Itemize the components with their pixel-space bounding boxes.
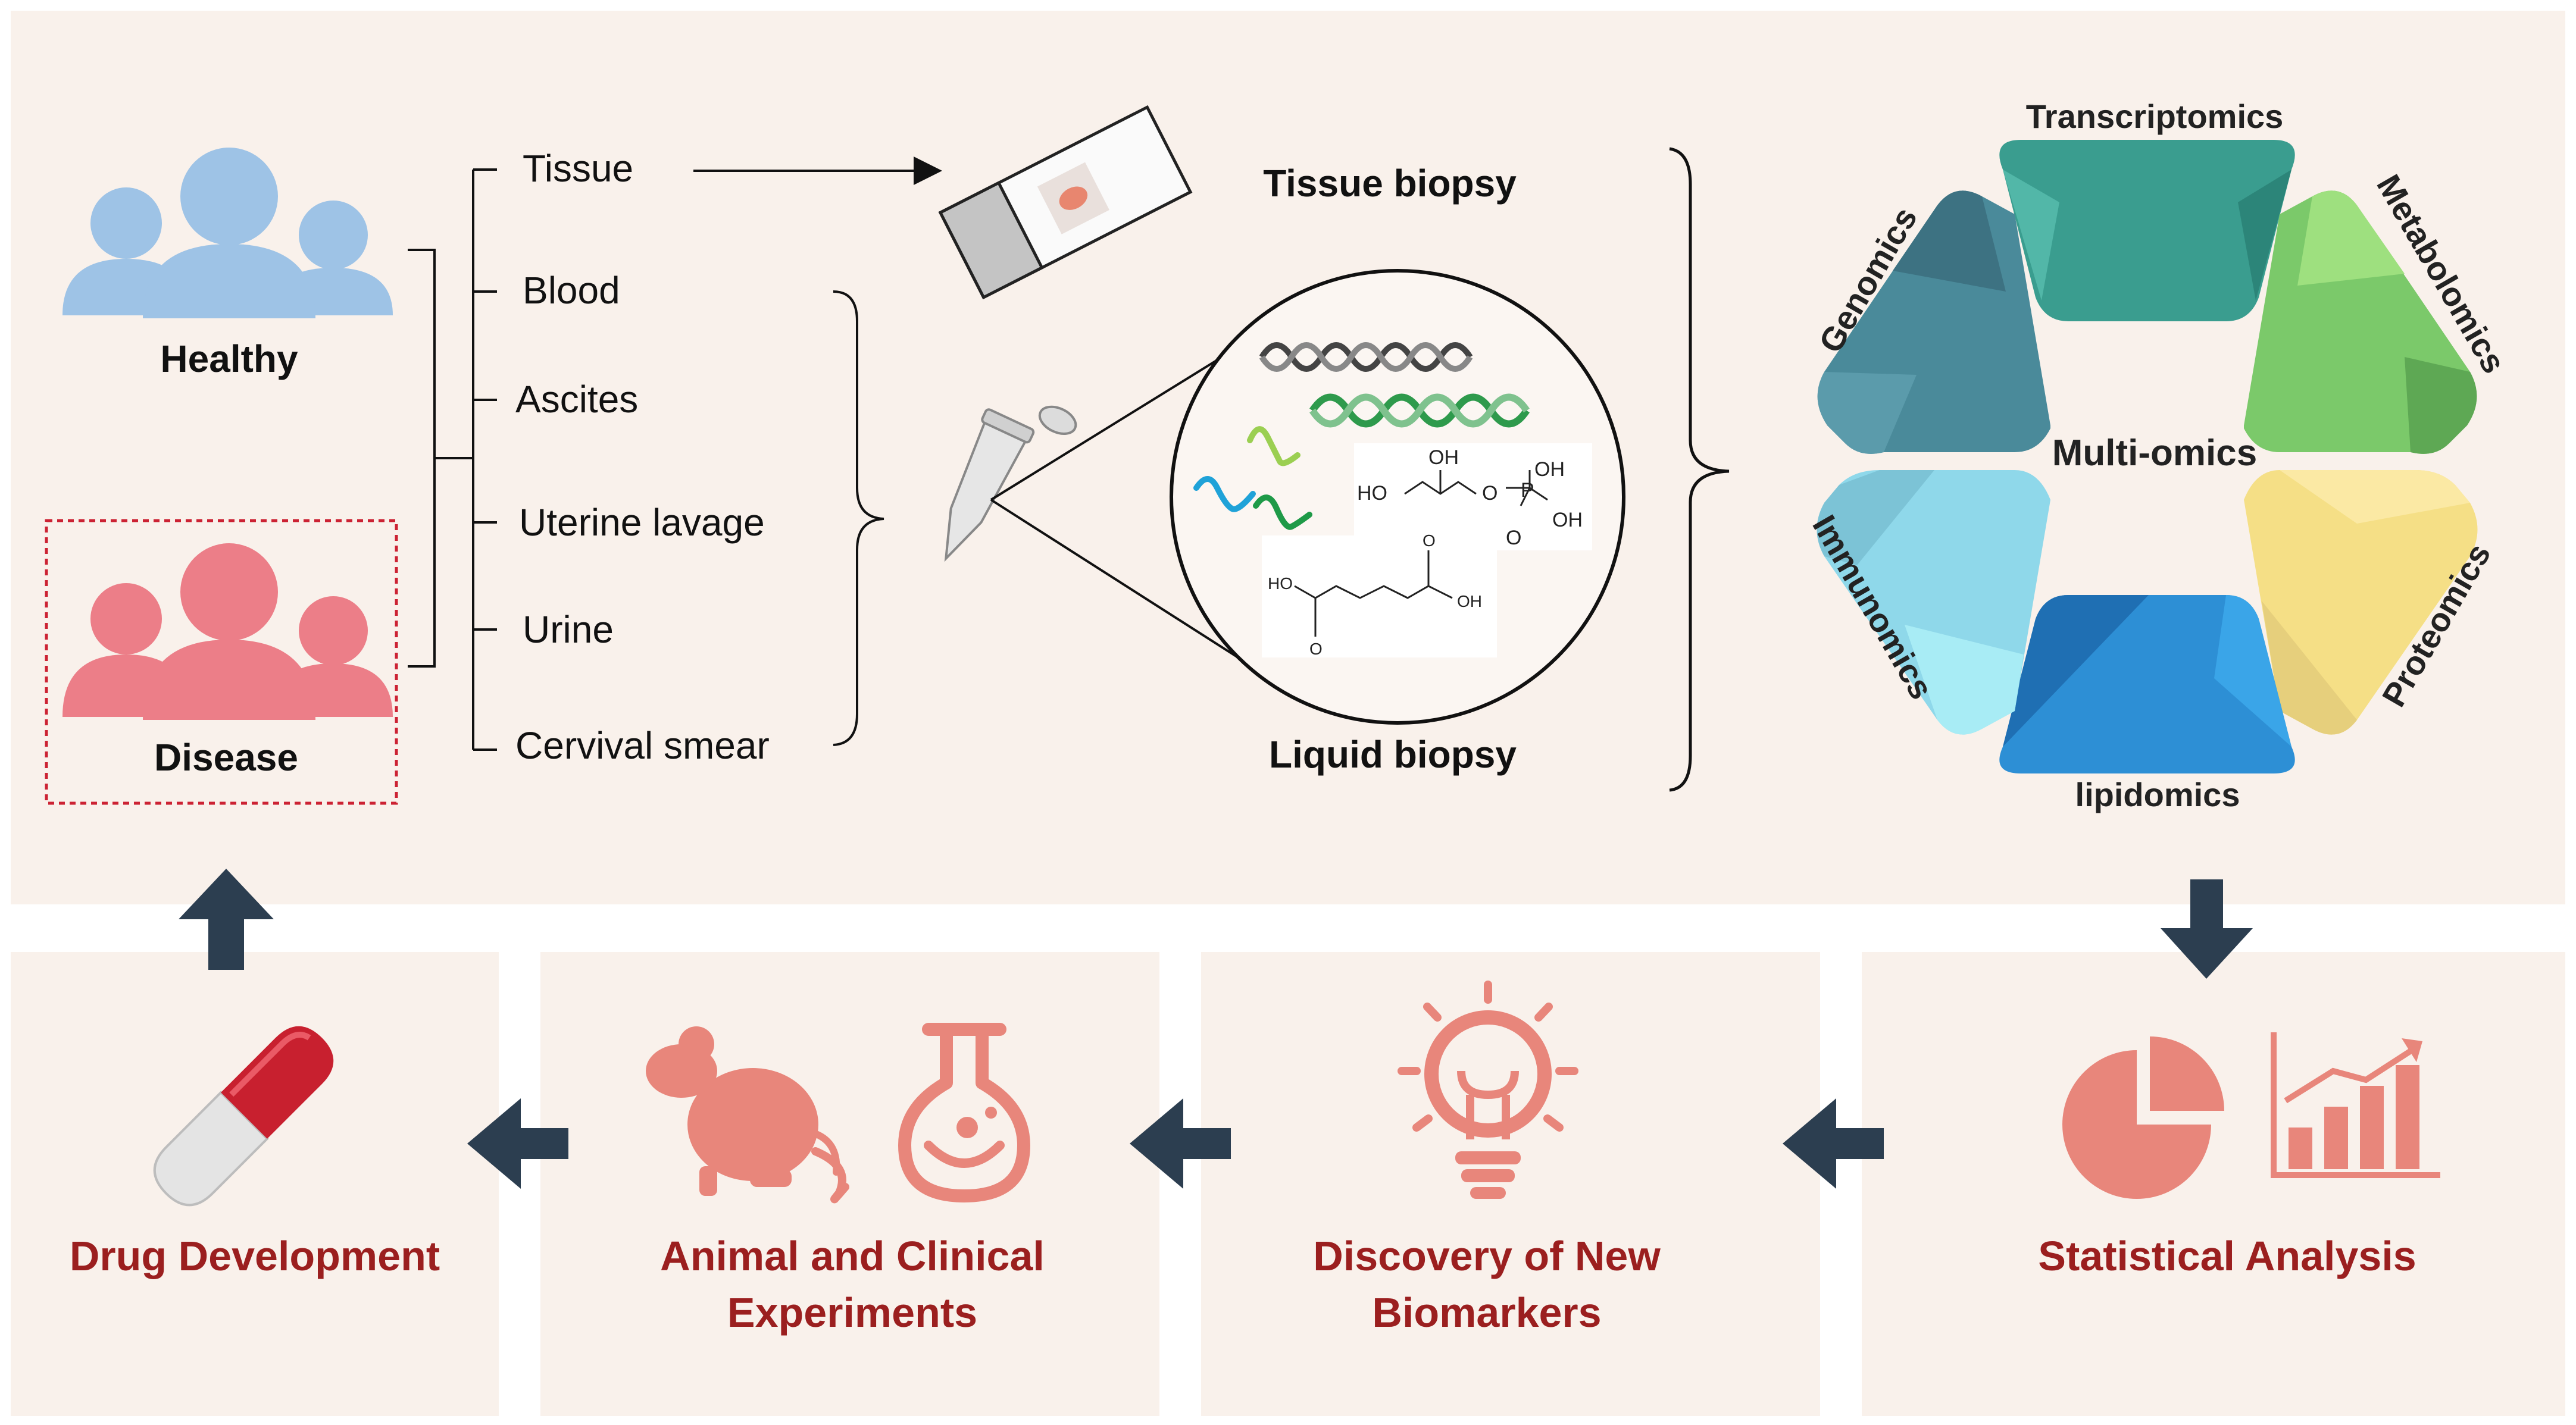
arrow-up-to-patients xyxy=(179,869,274,970)
panel-statistics xyxy=(1862,952,2565,1416)
omics-tile-genomics xyxy=(1817,190,2050,454)
drug-development-label: Drug Development xyxy=(70,1233,440,1279)
mol-a-label-5: OH xyxy=(1534,458,1565,481)
omics-tile-transcriptomics xyxy=(1999,140,2295,321)
rat-icon xyxy=(646,1026,849,1204)
disease-people-icon xyxy=(62,543,393,720)
mol-a-label-3: O xyxy=(1482,482,1498,505)
capsule-icon xyxy=(153,1026,334,1207)
sample-list: Tissue Blood Ascites Uterine lavage Urin… xyxy=(515,147,770,767)
label-lipidomics: lipidomics xyxy=(2075,776,2240,813)
omics-tile-proteomics xyxy=(2244,470,2478,735)
panel-drug xyxy=(11,952,499,1416)
healthy-label: Healthy xyxy=(160,337,298,380)
glycerophosphate-molecule: OH HO O P OH OH O xyxy=(1354,443,1592,550)
sample-urine: Urine xyxy=(523,608,614,651)
sample-uterine-lavage: Uterine lavage xyxy=(519,501,765,544)
experiments-label-line1: Animal and Clinical xyxy=(660,1233,1045,1279)
mol-b-label-4: O xyxy=(1423,531,1436,550)
statistical-analysis-label: Statistical Analysis xyxy=(2038,1233,2416,1279)
sample-ascites: Ascites xyxy=(515,378,638,421)
mol-a-label-7: O xyxy=(1506,527,1521,549)
mol-a-label-6: OH xyxy=(1552,509,1583,531)
sample-tube-icon xyxy=(944,405,1077,562)
succinic-acid-molecule: HO OH O O xyxy=(1262,531,1497,658)
tissue-biopsy-label: Tissue biopsy xyxy=(1263,162,1517,205)
arrow-biomarkers-to-experiments xyxy=(1130,1098,1231,1189)
healthy-people-icon xyxy=(62,148,393,318)
biomarkers-label-line1: Discovery of New xyxy=(1313,1233,1661,1279)
omics-tile-immunomics xyxy=(1817,470,2050,735)
dna-double-helix-icon xyxy=(1259,342,1473,372)
small-rna-icon xyxy=(1193,426,1312,530)
experiments-label-line2: Experiments xyxy=(727,1289,977,1336)
pie-chart-icon xyxy=(2062,1036,2224,1199)
arrow-down-to-statistics xyxy=(2161,879,2253,979)
panel-experiments xyxy=(540,952,1159,1416)
biopsy-brace xyxy=(1669,147,1730,792)
omics-tile-lipidomics xyxy=(1999,595,2295,773)
mol-b-label-3: O xyxy=(1309,640,1323,658)
multi-omics-label: Multi-omics xyxy=(2052,433,2257,474)
magnifier-line-top xyxy=(990,335,1257,501)
label-transcriptomics: Transcriptomics xyxy=(2026,98,2284,135)
mol-b-label-1: HO xyxy=(1268,574,1293,593)
multi-omics-hexagon: Multi-omics xyxy=(1817,140,2478,773)
disease-box xyxy=(45,519,398,805)
disease-label: Disease xyxy=(154,736,298,779)
mol-a-label-1: OH xyxy=(1428,446,1459,469)
magnifier-line-bottom xyxy=(990,499,1239,659)
sample-blood: Blood xyxy=(523,269,620,312)
mol-a-label-4: P xyxy=(1521,479,1534,502)
liquid-biopsy-label: Liquid biopsy xyxy=(1269,733,1517,776)
rna-helix-icon xyxy=(1309,393,1530,428)
arrow-statistics-to-biomarkers xyxy=(1783,1098,1884,1189)
omics-tile-metabolomics xyxy=(2244,190,2477,454)
flask-icon xyxy=(898,1023,1030,1202)
biomarkers-label-line2: Biomarkers xyxy=(1372,1289,1601,1336)
bar-chart-icon xyxy=(2271,1032,2440,1178)
arrow-experiments-to-drug xyxy=(467,1098,568,1189)
molecules-detail: OH HO O P OH OH O HO OH O O xyxy=(1193,342,1592,658)
mol-a-label-2: HO xyxy=(1357,482,1387,505)
sample-tissue: Tissue xyxy=(523,147,633,190)
group-bracket xyxy=(408,168,497,751)
lightbulb-icon xyxy=(1398,981,1578,1199)
glass-slide-icon xyxy=(938,105,1193,300)
mol-b-label-2: OH xyxy=(1457,592,1482,610)
sample-cervical-smear: Cervival smear xyxy=(515,724,770,767)
liquid-brace xyxy=(833,290,884,746)
